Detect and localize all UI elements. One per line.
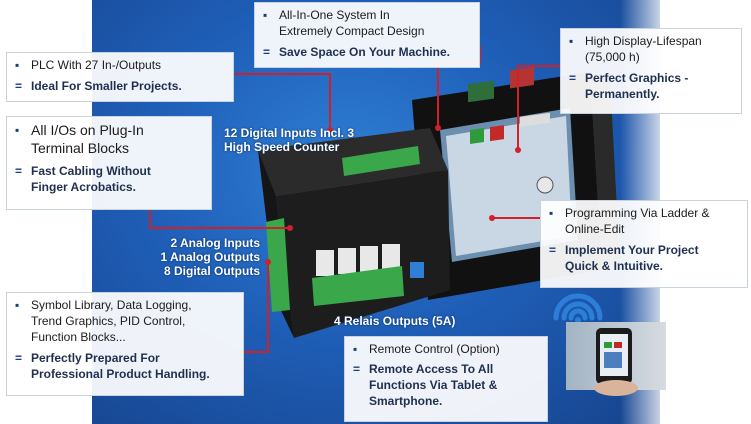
wifi-dot — [575, 317, 581, 323]
remote-detail-line3: Smartphone. — [369, 394, 443, 408]
bullet-marker: ▪ — [353, 342, 358, 356]
terminals-bullet-line2: Terminal Blocks — [31, 140, 130, 156]
label-relay-outputs: 4 Relais Outputs (5A) — [334, 314, 455, 328]
label-digital-inputs: 12 Digital Inputs Incl. 3 High Speed Cou… — [224, 126, 354, 154]
bullet-marker: ▪ — [15, 58, 20, 72]
remote-detail-line1: Remote Access To All — [369, 362, 494, 376]
equals-marker: = — [15, 351, 23, 365]
callout-remote-control: ▪ Remote Control (Option) = Remote Access … — [344, 336, 548, 422]
digital-inputs-line1: 12 Digital Inputs Incl. 3 — [224, 126, 355, 140]
callout-compact-design: ▪ All-In-One System In Extremely Compact D… — [254, 2, 480, 68]
display-detail-line1: Perfect Graphics - — [585, 71, 689, 85]
callout-display-lifespan: ▪ High Display-Lifespan (75,000 h) = Perfec… — [560, 28, 742, 114]
programming-detail-line1: Implement Your Project — [565, 243, 699, 257]
plc-bullet: PLC With 27 In-/Outputs — [31, 58, 162, 72]
programming-detail-line2: Quick & Intuitive. — [565, 259, 664, 273]
symbols-detail-line1: Perfectly Prepared For — [31, 351, 160, 365]
smartphone-icon — [566, 322, 666, 396]
symbols-detail-line2: Professional Product Handling. — [31, 367, 210, 381]
equals-marker: = — [263, 45, 271, 59]
programming-bullet-line1: Programming Via Ladder & — [565, 206, 710, 220]
digital-outputs-label: 8 Digital Outputs — [164, 264, 260, 278]
equals-marker: = — [15, 164, 23, 178]
analog-inputs-label: 2 Analog Inputs — [170, 236, 260, 250]
callout-programming: ▪ Programming Via Ladder & Online-Edit = Im… — [540, 200, 748, 288]
compact-bullet-line1: All-In-One System In — [279, 8, 390, 22]
display-bullet-line1: High Display-Lifespan — [585, 34, 702, 48]
equals-marker: = — [569, 71, 577, 85]
equals-marker: = — [353, 362, 361, 376]
terminals-detail-line1: Fast Cabling Without — [31, 164, 151, 178]
programming-bullet-line2: Online-Edit — [565, 222, 625, 236]
remote-bullet: Remote Control (Option) — [369, 342, 500, 356]
analog-outputs-label: 1 Analog Outputs — [160, 250, 260, 264]
terminals-detail-line2: Finger Acrobatics. — [31, 180, 136, 194]
equals-marker: = — [549, 243, 557, 257]
bullet-marker: ▪ — [569, 34, 574, 48]
symbols-bullet-line3: Function Blocks... — [31, 330, 126, 344]
symbols-bullet-line1: Symbol Library, Data Logging, — [31, 298, 192, 312]
bullet-marker: ▪ — [15, 298, 20, 312]
symbols-bullet-line2: Trend Graphics, PID Control, — [31, 314, 186, 328]
compact-bullet-line2: Extremely Compact Design — [279, 24, 425, 38]
bullet-marker: ▪ — [263, 8, 268, 22]
compact-detail: Save Space On Your Machine. — [279, 45, 450, 59]
display-bullet-line2: (75,000 h) — [585, 50, 640, 64]
plc-device — [258, 128, 450, 338]
bullet-marker: ▪ — [15, 123, 20, 137]
digital-inputs-line2: High Speed Counter — [224, 140, 340, 154]
terminals-bullet-line1: All I/Os on Plug-In — [31, 122, 144, 138]
connector-dots — [265, 125, 521, 265]
label-io-summary: 2 Analog Inputs 1 Analog Outputs 8 Digit… — [140, 236, 260, 278]
callout-plc-io: ▪ PLC With 27 In-/Outputs = Ideal For Smal… — [6, 52, 234, 102]
display-detail-line2: Permanently. — [585, 87, 660, 101]
plc-detail: Ideal For Smaller Projects. — [31, 79, 182, 93]
equals-marker: = — [15, 79, 23, 93]
callout-connectors — [149, 46, 560, 353]
wifi-icon — [553, 293, 603, 321]
relay-outputs-label: 4 Relais Outputs (5A) — [334, 314, 456, 328]
bullet-marker: ▪ — [549, 206, 554, 220]
remote-detail-line2: Functions Via Tablet & — [369, 378, 498, 392]
callout-symbol-library: ▪ Symbol Library, Data Logging, Trend Grap… — [6, 292, 244, 396]
